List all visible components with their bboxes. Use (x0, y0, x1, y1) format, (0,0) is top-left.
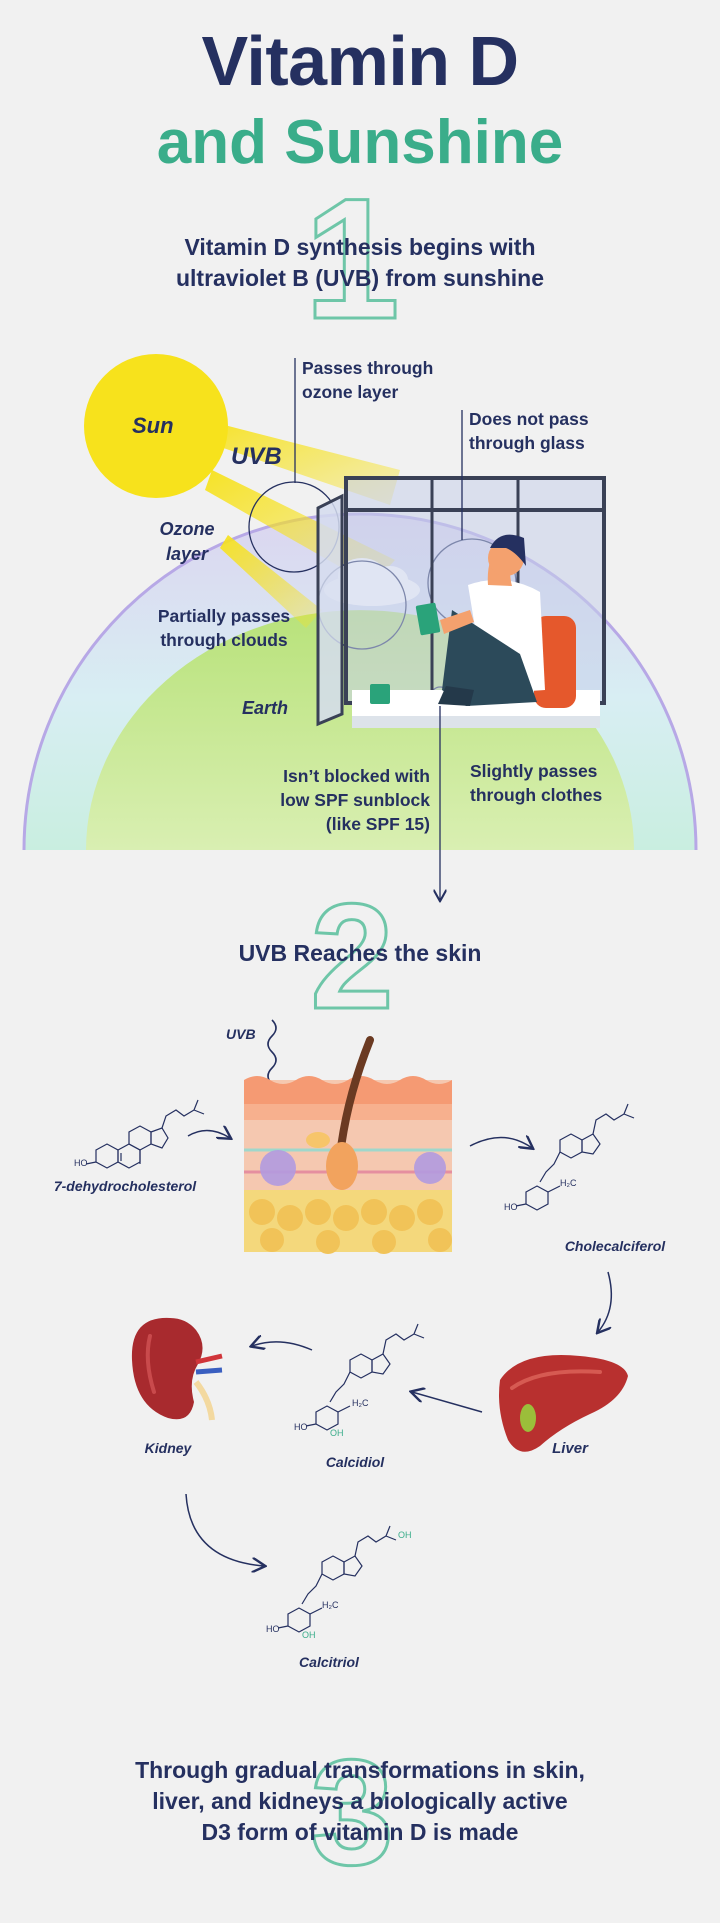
cholecalciferol-molecule (515, 1103, 635, 1211)
molecule-ho-label: HO (74, 1158, 88, 1168)
step-3-text-line-1: Through gradual transformations in skin, (135, 1757, 585, 1783)
liver-label: Liver (552, 1440, 588, 1457)
molecule-h2c-label: H₂C (352, 1398, 369, 1408)
pathway-arrows (185, 1130, 613, 1566)
molecule-h2c-label: H₂C (560, 1178, 577, 1188)
step-3-text-line-2: liver, and kidneys a biologically active (152, 1788, 568, 1814)
ozone-callout-line-1: Passes through (302, 358, 434, 378)
molecule-oh-label: OH (330, 1428, 344, 1438)
spf-callout-line-3: (like SPF 15) (325, 814, 430, 834)
sun-label: Sun (132, 413, 174, 438)
calcitriol-molecule (277, 1525, 397, 1633)
earth-label: Earth (242, 698, 289, 718)
calcidiol-label: Calcidiol (325, 1454, 385, 1470)
molecule-oh-label: OH (398, 1530, 412, 1540)
skin-cross-section (244, 1036, 452, 1254)
reading-person-illustration (370, 534, 576, 708)
molecule-oh-label: OH (302, 1630, 316, 1640)
molecule-ho-label: HO (294, 1422, 308, 1432)
sun-icon (84, 354, 228, 498)
kidney-label: Kidney (144, 1440, 192, 1456)
clothes-callout-line-2: through clothes (470, 785, 603, 805)
molecule-ho-label: HO (266, 1624, 280, 1634)
molecule-h2c-label: H₂C (322, 1600, 339, 1610)
title-line-2: and Sunshine (156, 108, 564, 177)
step-1-heading-line-2: ultraviolet B (UVB) from sunshine (175, 265, 545, 291)
ozone-layer-label-line-1: Ozone (159, 519, 215, 539)
glass-callout-line-1: Does not pass (469, 409, 589, 429)
ozone-callout-line-2: ozone layer (302, 382, 399, 402)
step-number-3: 3 (310, 1728, 393, 1896)
step-2-heading: UVB Reaches the skin (238, 940, 482, 966)
calcidiol-molecule (305, 1323, 425, 1431)
glass-callout-line-2: through glass (469, 433, 585, 453)
clothes-callout-line-1: Slightly passes (470, 761, 598, 781)
spf-callout-line-1: Isn’t blocked with (283, 766, 430, 786)
callout-lines (294, 358, 463, 900)
calcitriol-label: Calcitriol (299, 1654, 359, 1670)
uvb-label: UVB (231, 443, 282, 470)
step-3-text-line-3: D3 form of vitamin D is made (201, 1819, 519, 1845)
7-dehydrocholesterol-label: 7-dehydrocholesterol (53, 1178, 197, 1194)
step-1-heading-line-1: Vitamin D synthesis begins with (184, 234, 536, 260)
liver-illustration (499, 1355, 628, 1452)
clouds-callout-line-1: Partially passes (157, 606, 291, 626)
molecule-ho-label: HO (504, 1202, 518, 1212)
step-number-2: 2 (310, 872, 393, 1040)
ozone-layer-label-line-2: layer (165, 544, 209, 564)
kidney-illustration (131, 1317, 223, 1421)
clouds-callout-line-2: through clouds (160, 630, 288, 650)
uvb-skin-label: UVB (226, 1026, 256, 1042)
7-dehydrocholesterol-molecule (85, 1099, 205, 1169)
cholecalciferol-label: Cholecalciferol (564, 1238, 666, 1254)
step-number-1: 1 (304, 163, 400, 355)
spf-callout-line-2: low SPF sunblock (280, 790, 430, 810)
title-line-1: Vitamin D (201, 22, 519, 100)
